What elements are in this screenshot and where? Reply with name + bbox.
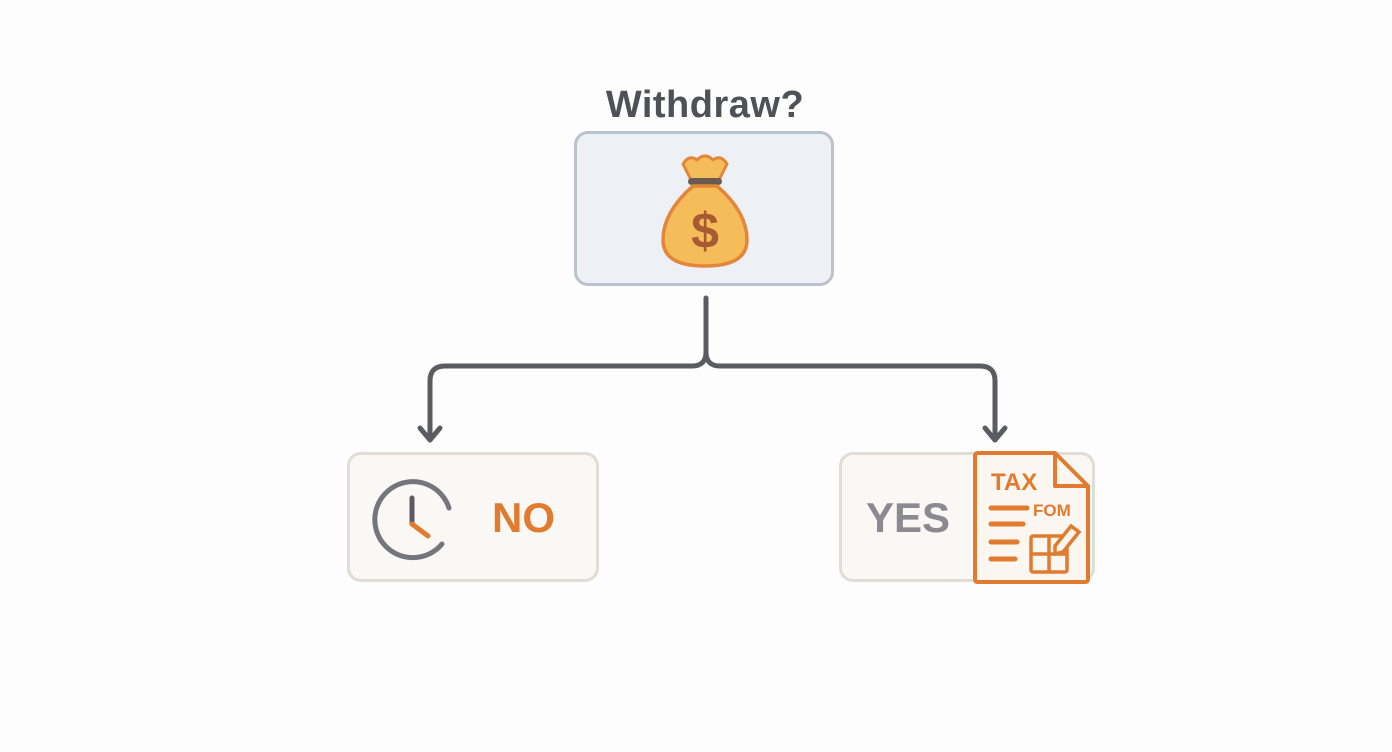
branch-node-no (347, 452, 599, 582)
svg-text:FOM: FOM (1033, 501, 1071, 520)
svg-text:TAX: TAX (991, 469, 1037, 496)
question-title: Withdraw? (605, 84, 805, 126)
branch-label-yes: YES (866, 494, 951, 541)
svg-text:$: $ (691, 203, 719, 259)
tax-form-icon: TAX FOM (973, 451, 1090, 584)
branch-label-no: NO (492, 494, 555, 541)
clock-icon (372, 479, 452, 561)
money-bag-icon: $ (661, 154, 749, 268)
